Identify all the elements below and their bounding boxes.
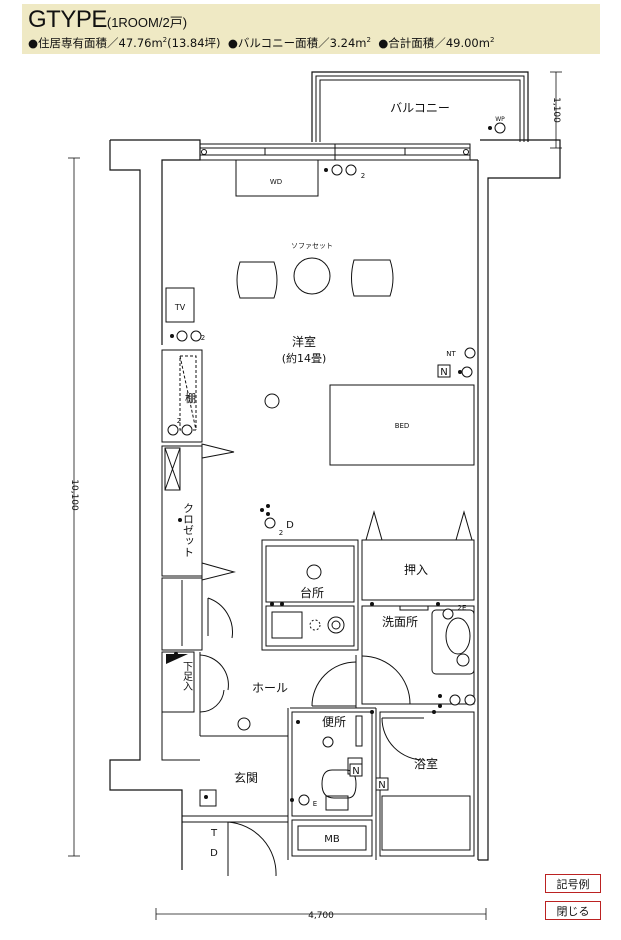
washroom-label: 洗面所 xyxy=(382,615,418,629)
area-specs: ●住居専有面積／47.76m2(13.84坪) ●バルコニー面積／3.24m2 … xyxy=(28,35,494,51)
ceiling-light-icon xyxy=(264,393,280,409)
depth-dimension: 10,100 xyxy=(69,479,79,511)
closet-label: クロゼット xyxy=(182,502,195,557)
tv-label: TV xyxy=(174,303,186,312)
outlet-count-label: 2 xyxy=(279,529,283,537)
balcony-label: バルコニー xyxy=(390,101,450,115)
plan-type-title: GTYPE(1ROOM/2戸) xyxy=(28,6,187,34)
n-box-label: N xyxy=(378,780,385,791)
outlet-2e-label: 2E xyxy=(458,604,467,612)
residence-area-label: ●住居専有面積／ xyxy=(28,36,119,50)
nt-label: NT xyxy=(446,350,456,358)
type-letter: G xyxy=(28,6,47,33)
residence-area-value: 47.76m xyxy=(118,36,163,50)
close-button[interactable]: 閉じる xyxy=(545,901,601,920)
interior-walls xyxy=(161,597,377,860)
shelf-label: 棚 xyxy=(184,391,197,404)
sofa-set xyxy=(236,257,394,299)
wp-label: WP xyxy=(495,116,505,123)
washroom xyxy=(361,605,475,705)
type-word: TYPE xyxy=(46,6,107,33)
area-unit-superscript: 2 xyxy=(366,36,371,45)
kitchen-label: 台所 xyxy=(300,585,324,600)
residence-area-tsubo: (13.84坪) xyxy=(167,36,221,50)
dishwasher-label: D xyxy=(286,520,294,531)
outlet-dots xyxy=(170,126,492,802)
balcony-area-label: ●バルコニー面積／ xyxy=(227,36,330,50)
western-room-size: (約14畳) xyxy=(282,351,327,365)
n-box-label: N xyxy=(440,367,447,378)
bed-label: BED xyxy=(395,422,410,430)
tdd-label-t: T xyxy=(210,828,218,839)
total-area-value: 49.00m xyxy=(445,36,490,50)
area-unit-superscript: 2 xyxy=(162,36,168,45)
width-dimension: 4,700 xyxy=(308,911,334,921)
outlet-count-label: 2 xyxy=(177,417,181,425)
balcony-depth-dimension: 1,100 xyxy=(551,97,561,123)
wd-label: WD xyxy=(270,178,282,186)
bathroom xyxy=(379,711,475,857)
tv-unit xyxy=(165,287,195,323)
bed xyxy=(329,384,475,466)
shoe-box-label: 下足入 xyxy=(181,661,193,691)
wardrobe-unit xyxy=(235,159,319,197)
oshiire-label: 押入 xyxy=(404,563,428,577)
toilet-label: 便所 xyxy=(322,715,346,729)
switch-panel-icon xyxy=(166,654,188,664)
balcony-area xyxy=(311,71,529,142)
outer-walls xyxy=(109,139,561,870)
plan-header: GTYPE(1ROOM/2戸) ●住居専有面積／47.76m2(13.84坪) … xyxy=(22,4,600,54)
sofa-set-label: ソファセット xyxy=(291,242,333,250)
hall-label: ホール xyxy=(252,681,288,695)
outlet-count-label: 2 xyxy=(201,334,205,342)
dimension-lines xyxy=(68,71,562,920)
entrance-label: 玄関 xyxy=(234,770,258,785)
total-area-label: ●合計面積／ xyxy=(378,36,446,50)
type-detail: (1ROOM/2戸) xyxy=(106,15,188,30)
closet xyxy=(161,443,236,651)
window xyxy=(199,143,471,161)
area-unit-superscript: 2 xyxy=(489,36,495,45)
kitchen-unit xyxy=(261,539,359,651)
meter-box-label: MB xyxy=(324,834,340,845)
legend-button[interactable]: 記号例 xyxy=(545,874,601,893)
outlet-e-label: E xyxy=(313,800,317,808)
n-boxes: N N N xyxy=(349,364,451,791)
bathroom-label: 浴室 xyxy=(414,756,438,771)
western-room-label: 洋室 xyxy=(292,334,316,349)
entrance xyxy=(182,789,373,877)
n-box-label: N xyxy=(352,766,359,777)
tdd-label-d: D xyxy=(210,848,218,859)
oshiire-closet xyxy=(361,510,475,601)
balcony-area-value: 3.24m xyxy=(329,36,367,50)
outlet-count-label: 2 xyxy=(361,172,365,180)
